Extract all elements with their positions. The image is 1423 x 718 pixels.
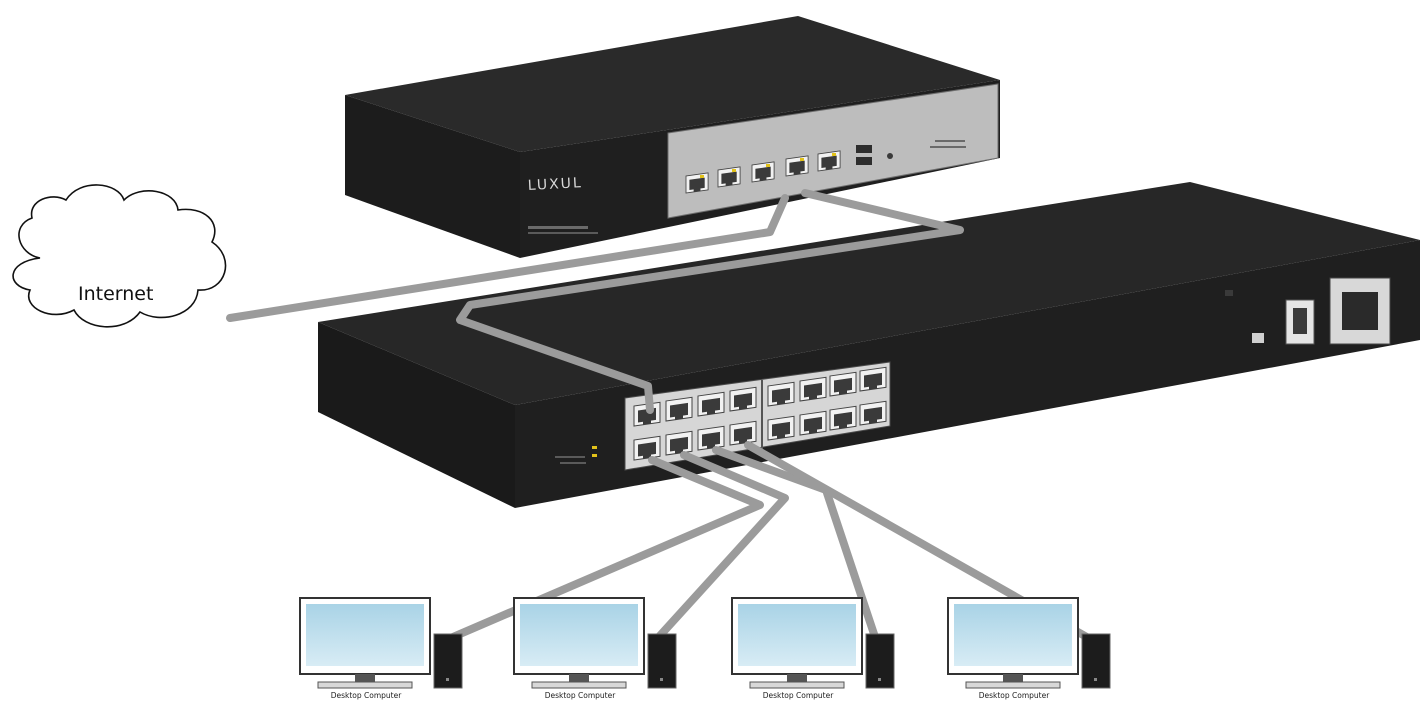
- monitor-stand: [355, 674, 375, 682]
- desktop-computer-3: Desktop Computer: [731, 597, 895, 700]
- switch-port-2: [665, 396, 693, 422]
- monitor-base: [965, 681, 1061, 689]
- usb-port: [856, 157, 872, 165]
- router-port-3: [751, 161, 775, 183]
- router-port-4: [785, 155, 809, 177]
- tower-led: [446, 678, 449, 681]
- switch-port-12: [729, 420, 757, 446]
- switch-port-5: [767, 381, 795, 407]
- switch-front-text: [555, 456, 585, 458]
- monitor-base: [531, 681, 627, 689]
- switch-port-16: [859, 400, 887, 426]
- internet-cloud: Internet: [12, 184, 227, 328]
- power-switch-rocker: [1293, 308, 1307, 334]
- router-led: [800, 158, 804, 161]
- switch-port-9: [633, 435, 661, 461]
- computer-caption: Desktop Computer: [763, 691, 835, 700]
- router-led: [700, 175, 704, 178]
- monitor-screen: [520, 604, 638, 666]
- reset-button-icon: [887, 153, 893, 159]
- monitor-base: [317, 681, 413, 689]
- rear-screw: [1225, 290, 1233, 296]
- switch-port-10: [665, 430, 693, 456]
- switch-led: [592, 446, 597, 449]
- tower-led: [660, 678, 663, 681]
- router-top: [345, 16, 1000, 152]
- usb-port: [856, 145, 872, 153]
- router-status-text: [935, 140, 965, 142]
- desktop-computer-1: Desktop Computer: [299, 597, 463, 700]
- switch-port-4: [729, 386, 757, 412]
- router-led: [732, 169, 736, 172]
- desktop-computer-4: Desktop Computer: [947, 597, 1111, 700]
- computer-caption: Desktop Computer: [331, 691, 403, 700]
- switch-top: [318, 182, 1420, 405]
- router-model-text: [528, 226, 588, 229]
- switch: [318, 182, 1420, 508]
- cloud-shape: [12, 184, 227, 328]
- switch-port-7: [829, 371, 857, 397]
- switch-left-side: [318, 322, 515, 508]
- monitor-base: [749, 681, 845, 689]
- desktop-computer-2: Desktop Computer: [513, 597, 677, 700]
- ground-icon: [1252, 333, 1264, 343]
- monitor-stand: [1003, 674, 1023, 682]
- switch-led: [592, 454, 597, 457]
- computer-caption: Desktop Computer: [545, 691, 617, 700]
- cable-switch-pc1: [442, 456, 764, 644]
- switch-port-15: [829, 405, 857, 431]
- monitor-screen: [306, 604, 424, 666]
- power-inlet-socket: [1342, 292, 1378, 330]
- cable-switch-pc2: [652, 451, 789, 644]
- computer-caption: Desktop Computer: [979, 691, 1051, 700]
- router-brand: LUXUL: [527, 175, 583, 194]
- router-port-5: [817, 150, 841, 172]
- switch-port-14: [799, 410, 827, 436]
- monitor-screen: [738, 604, 856, 666]
- router-status-text: [930, 146, 966, 148]
- tower-led: [878, 678, 881, 681]
- router-model-text: [528, 232, 598, 234]
- monitor-screen: [954, 604, 1072, 666]
- cloud-label: Internet: [78, 283, 153, 305]
- router-front-side: [345, 95, 520, 258]
- monitor-stand: [569, 674, 589, 682]
- switch-port-6: [799, 376, 827, 402]
- cable-internet-router: [226, 194, 789, 322]
- cable-router-switch: [456, 189, 964, 414]
- switch-port-3: [697, 391, 725, 417]
- router-port-2: [717, 166, 741, 188]
- switch-port-13: [767, 415, 795, 441]
- tower-icon: [1081, 633, 1111, 689]
- router-led: [832, 153, 836, 156]
- monitor-stand: [787, 674, 807, 682]
- router: LUXUL: [345, 16, 1000, 258]
- router-led: [766, 164, 770, 167]
- tower-led: [1094, 678, 1097, 681]
- switch-port-8: [859, 366, 887, 392]
- router-port-panel: [667, 83, 999, 219]
- switch-front-text: [560, 462, 586, 464]
- switch-port-11: [697, 425, 725, 451]
- router-port-1: [685, 172, 709, 194]
